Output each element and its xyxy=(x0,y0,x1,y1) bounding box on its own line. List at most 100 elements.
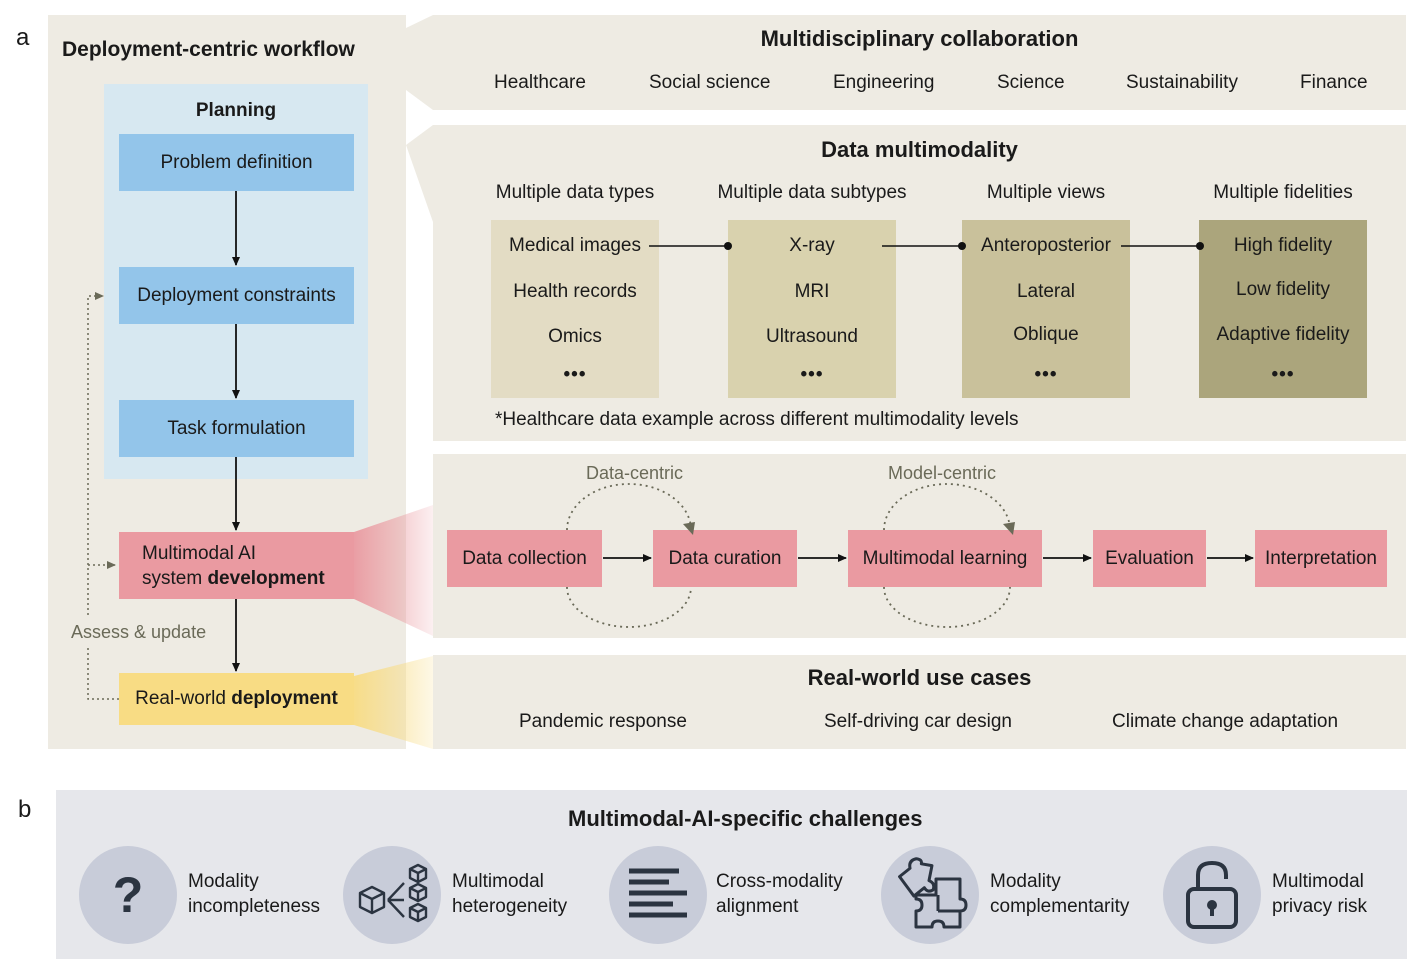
data-centric-label: Data-centric xyxy=(586,463,684,483)
challenge-incompleteness-line1: Modality xyxy=(188,871,259,892)
use-cases-band xyxy=(433,655,1406,749)
header-data-subtypes: Multiple data subtypes xyxy=(717,182,907,203)
complementarity-icon-circle xyxy=(881,846,979,944)
pipeline-arrows xyxy=(566,483,1254,628)
heterogeneity-icon-circle xyxy=(343,846,441,944)
stage-data-curation: Data curation xyxy=(653,530,797,587)
challenge-privacy-line2: privacy risk xyxy=(1272,896,1368,917)
panel-letter-b: b xyxy=(18,796,32,823)
multimodality-title: Data multimodality xyxy=(821,137,1018,162)
question-mark-icon: ? xyxy=(112,867,144,923)
item-adaptive-fidelity: Adaptive fidelity xyxy=(1216,324,1350,345)
data-centric-loop-bottom xyxy=(566,586,692,628)
item-more-views: ••• xyxy=(1034,364,1058,385)
item-medical-images: Medical images xyxy=(509,235,641,256)
incompleteness-icon-circle: ? xyxy=(79,846,177,944)
deployment-connector xyxy=(354,656,433,749)
privacy-icon-circle xyxy=(1163,846,1261,944)
model-centric-loop-bottom xyxy=(883,586,1011,628)
views-column: Anteroposterior Lateral Oblique ••• xyxy=(962,220,1130,398)
challenges-title: Multimodal-AI-specific challenges xyxy=(568,806,923,831)
field-science: Science xyxy=(997,72,1065,93)
challenge-privacy-line1: Multimodal xyxy=(1272,871,1364,892)
feedback-line-bottom xyxy=(87,648,119,700)
alignment-icon-circle xyxy=(609,846,707,944)
development-line2-plain: system xyxy=(142,567,208,589)
stage-evaluation: Evaluation xyxy=(1093,530,1206,587)
challenge-heterogeneity-line1: Multimodal xyxy=(452,871,544,892)
item-xray: X-ray xyxy=(789,235,835,256)
challenge-heterogeneity: Multimodal heterogeneity xyxy=(452,869,567,919)
field-sustainability: Sustainability xyxy=(1126,72,1238,93)
item-lateral: Lateral xyxy=(1016,281,1076,302)
challenge-heterogeneity-line2: heterogeneity xyxy=(452,896,568,917)
model-centric-arrowhead xyxy=(1003,522,1015,535)
text-lines-icon xyxy=(629,868,687,918)
workflow-arrows xyxy=(87,191,240,700)
field-social-science: Social science xyxy=(649,72,771,93)
development-connector xyxy=(354,505,433,636)
stage-interpretation: Interpretation xyxy=(1255,530,1387,587)
challenge-complementarity-line2: complementarity xyxy=(990,896,1130,917)
problem-definition-box: Problem definition xyxy=(119,134,354,191)
header-fidelities: Multiple fidelities xyxy=(1213,182,1353,203)
stage-evaluation-label: Evaluation xyxy=(1105,547,1194,569)
data-centric-loop-top xyxy=(566,483,692,531)
item-oblique: Oblique xyxy=(1013,324,1079,345)
stage-multimodal-learning-label: Multimodal learning xyxy=(862,547,1028,569)
deployment-label-plain: Real-world xyxy=(135,688,232,709)
data-types-column: Medical images Health records Omics ••• xyxy=(491,220,659,398)
challenge-alignment: Cross-modality alignment xyxy=(716,869,843,919)
item-low-fidelity: Low fidelity xyxy=(1236,279,1330,300)
puzzle-icon xyxy=(898,857,968,929)
item-anteroposterior: Anteroposterior xyxy=(981,235,1111,256)
use-case-climate: Climate change adaptation xyxy=(1112,711,1339,732)
item-omics: Omics xyxy=(548,326,602,347)
stage-data-collection: Data collection xyxy=(447,530,602,587)
collaboration-band xyxy=(406,15,1406,110)
development-box: Multimodal AI system development xyxy=(119,532,354,599)
use-case-self-driving: Self-driving car design xyxy=(824,711,1012,732)
challenge-alignment-line1: Cross-modality xyxy=(716,871,843,892)
deployment-constraints-box: Deployment constraints xyxy=(119,267,354,324)
challenge-incompleteness: Modality incompleteness xyxy=(188,869,320,919)
problem-definition-label: Problem definition xyxy=(160,151,313,173)
item-mri: MRI xyxy=(794,281,830,302)
deployment-box: Real-world deployment xyxy=(119,673,354,725)
task-formulation-label: Task formulation xyxy=(167,417,306,439)
fidelities-column: High fidelity Low fidelity Adaptive fide… xyxy=(1199,220,1367,398)
stage-data-curation-label: Data curation xyxy=(668,547,782,569)
data-subtypes-column: X-ray MRI Ultrasound ••• xyxy=(728,220,896,398)
challenge-privacy: Multimodal privacy risk xyxy=(1272,869,1367,919)
stage-data-collection-label: Data collection xyxy=(462,547,587,569)
stage-multimodal-learning: Multimodal learning xyxy=(848,530,1042,587)
panel-letter-a: a xyxy=(16,24,30,51)
use-case-pandemic: Pandemic response xyxy=(519,711,687,732)
connector-dot-ap xyxy=(958,242,966,250)
connector-dot-xray xyxy=(724,242,732,250)
unlocked-padlock-icon xyxy=(1186,861,1238,929)
multimodality-connectors xyxy=(649,242,1204,250)
challenge-incompleteness-line2: incompleteness xyxy=(188,896,321,917)
development-line2-bold: development xyxy=(207,567,325,589)
development-line1: Multimodal AI xyxy=(142,542,257,564)
task-formulation-box: Task formulation xyxy=(119,400,354,457)
item-ultrasound: Ultrasound xyxy=(766,326,858,347)
field-engineering: Engineering xyxy=(833,72,935,93)
connector-dot-high xyxy=(1196,242,1204,250)
challenge-complementarity: Modality complementarity xyxy=(990,869,1129,919)
deployment-label-bold: deployment xyxy=(231,688,338,709)
item-more-fidelities: ••• xyxy=(1271,364,1295,385)
header-views: Multiple views xyxy=(986,182,1106,203)
challenge-alignment-line2: alignment xyxy=(716,896,799,917)
assess-update-label: Assess & update xyxy=(71,622,207,642)
challenge-complementarity-line1: Modality xyxy=(990,871,1061,892)
item-high-fidelity: High fidelity xyxy=(1233,235,1333,256)
use-cases-title: Real-world use cases xyxy=(807,665,1032,690)
item-more-subtypes: ••• xyxy=(800,364,824,385)
model-centric-label: Model-centric xyxy=(888,463,997,483)
field-healthcare: Healthcare xyxy=(494,72,586,93)
model-centric-loop-top xyxy=(883,483,1011,531)
stage-interpretation-label: Interpretation xyxy=(1265,547,1377,569)
multimodality-footnote: *Healthcare data example across differen… xyxy=(495,409,1019,430)
